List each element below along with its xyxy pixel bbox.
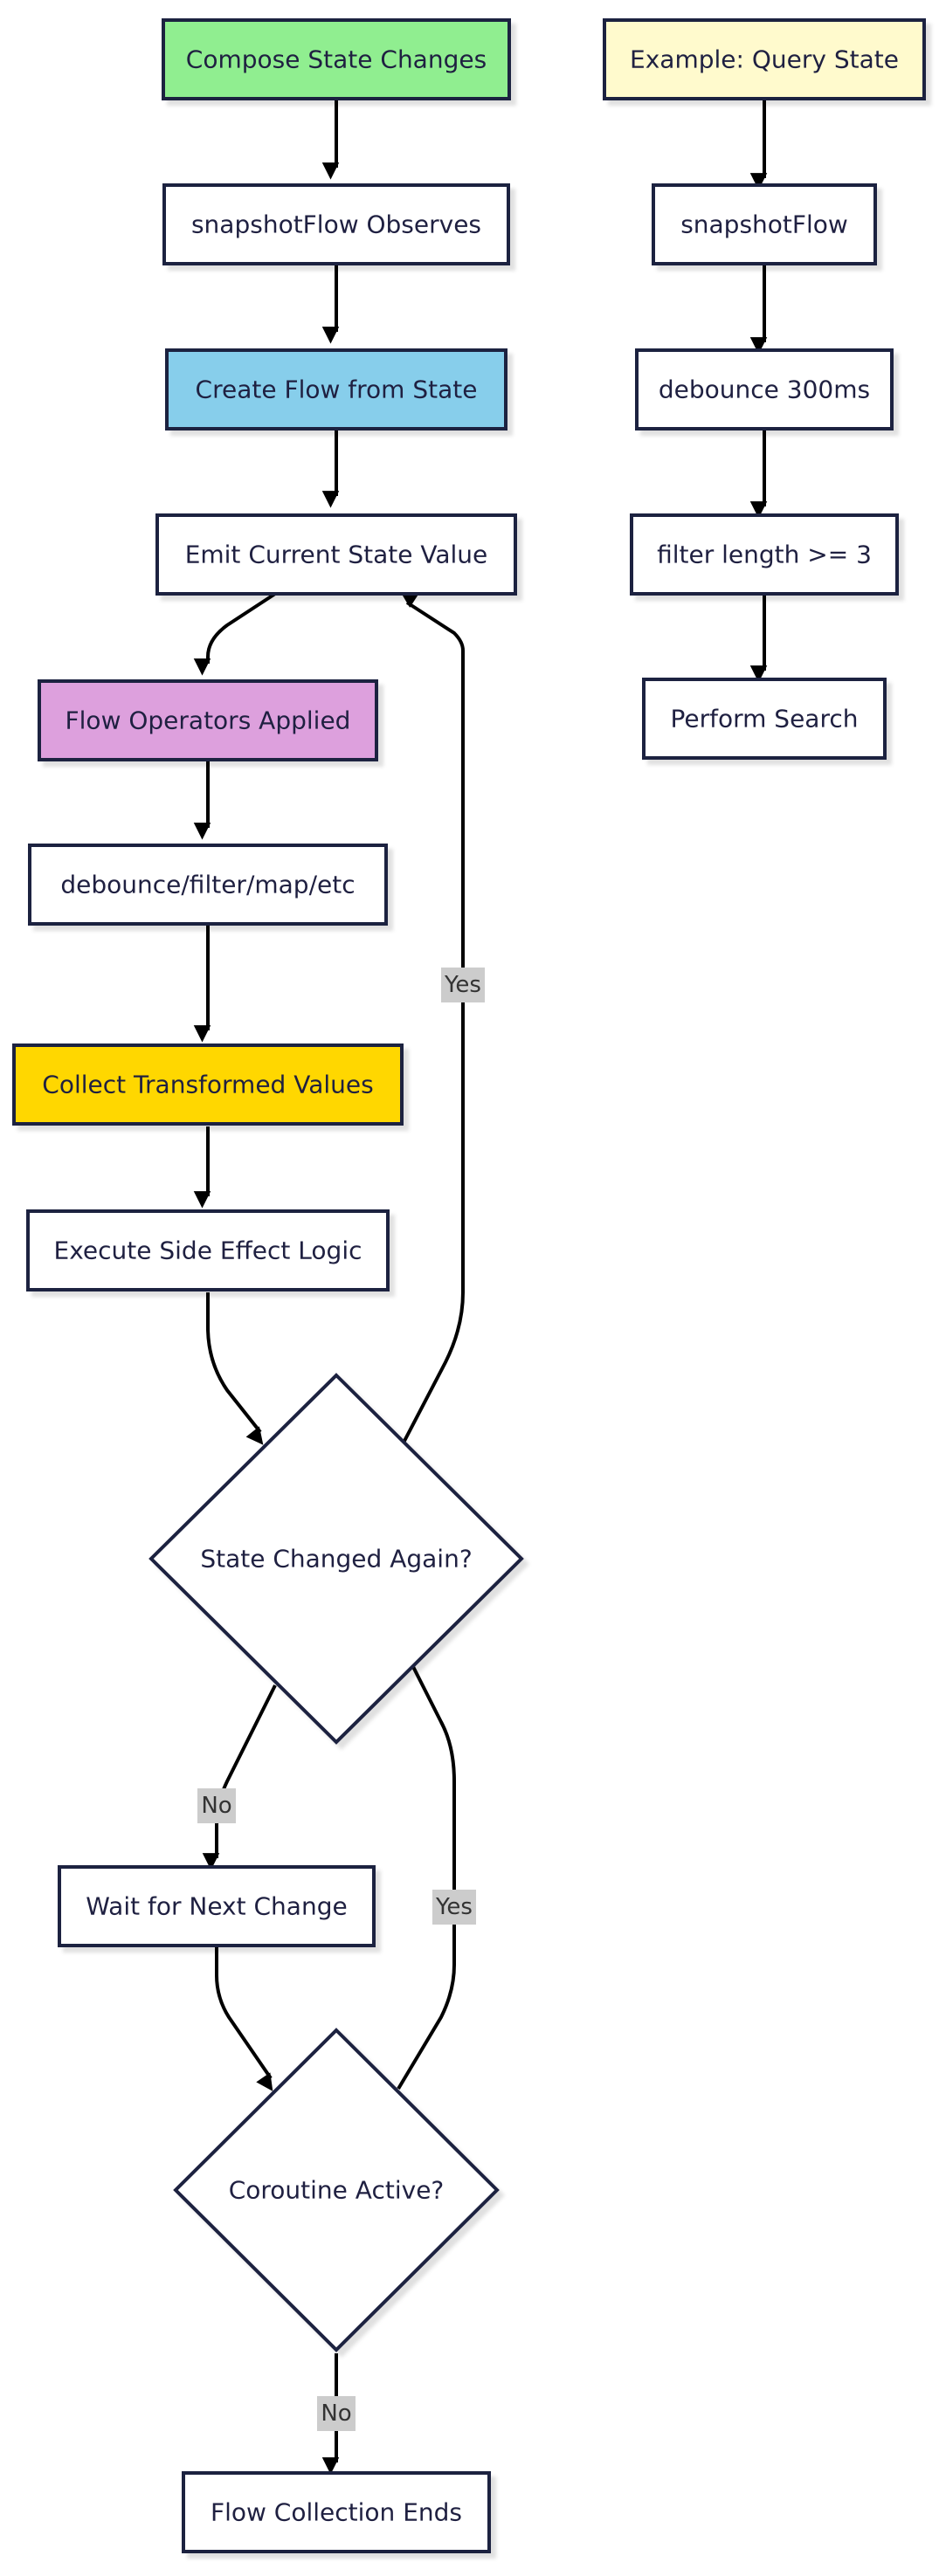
svg-text:State Changed Again?: State Changed Again? — [200, 1545, 472, 1574]
svg-text:debounce/filter/map/etc: debounce/filter/map/etc — [60, 871, 355, 899]
node-perform-search: Perform Search — [642, 678, 887, 760]
svg-text:debounce 300ms: debounce 300ms — [659, 375, 870, 404]
edge-label-state-yes: Yes — [441, 968, 485, 1002]
svg-text:Flow Collection Ends: Flow Collection Ends — [211, 2498, 462, 2527]
svg-text:No: No — [321, 2400, 351, 2427]
node-wait-for-next-change: Wait for Next Change — [58, 1865, 376, 1947]
svg-text:snapshotFlow Observes: snapshotFlow Observes — [191, 210, 481, 239]
node-create-flow-from-state: Create Flow from State — [165, 348, 507, 430]
node-debounce-300ms: debounce 300ms — [635, 348, 894, 430]
node-filter-length: filter length >= 3 — [630, 513, 899, 596]
edge-coroutine-yes-statechanged — [397, 1630, 456, 2090]
svg-text:Yes: Yes — [444, 972, 481, 998]
svg-text:Create Flow from State: Create Flow from State — [196, 375, 478, 404]
node-snapshotflow: snapshotFlow — [652, 183, 877, 265]
node-state-changed-again: State Changed Again? — [148, 1373, 524, 1745]
svg-text:Compose State Changes: Compose State Changes — [186, 45, 487, 74]
svg-text:Execute Side Effect Logic: Execute Side Effect Logic — [54, 1236, 362, 1265]
svg-text:snapshotFlow: snapshotFlow — [680, 210, 848, 239]
svg-text:Yes: Yes — [435, 1894, 473, 1920]
node-collect-transformed-values: Collect Transformed Values — [12, 1043, 404, 1126]
svg-text:Emit Current State Value: Emit Current State Value — [185, 541, 488, 569]
svg-text:Wait for Next Change: Wait for Next Change — [86, 1892, 347, 1921]
svg-text:Coroutine Active?: Coroutine Active? — [229, 2176, 445, 2205]
node-flow-collection-ends: Flow Collection Ends — [182, 2471, 491, 2553]
node-execute-side-effect-logic: Execute Side Effect Logic — [26, 1209, 390, 1291]
node-compose-state-changes: Compose State Changes — [162, 18, 511, 100]
edge-emit-operators — [193, 592, 277, 676]
edge-label-coroutine-yes: Yes — [432, 1890, 476, 1925]
svg-text:Flow Operators Applied: Flow Operators Applied — [66, 706, 351, 735]
edge-wait-coroutine — [215, 1947, 273, 2091]
svg-text:Collect Transformed Values: Collect Transformed Values — [42, 1071, 373, 1099]
edge-statechanged-yes-emit — [400, 591, 465, 1443]
node-emit-current-state-value: Emit Current State Value — [155, 513, 517, 596]
svg-text:filter length >= 3: filter length >= 3 — [657, 541, 872, 569]
node-coroutine-active: Coroutine Active? — [173, 2028, 500, 2352]
node-snapshotflow-observes: snapshotFlow Observes — [162, 183, 510, 265]
svg-text:Perform Search: Perform Search — [670, 705, 858, 734]
node-example-query-state: Example: Query State — [603, 18, 926, 100]
edge-statechanged-no-wait — [202, 1684, 277, 1870]
edge-label-coroutine-no: No — [317, 2396, 356, 2431]
node-flow-operators-applied: Flow Operators Applied — [38, 679, 378, 761]
edge-label-state-no: No — [197, 1788, 236, 1823]
edge-sideeffect-statechanged — [206, 1292, 264, 1445]
svg-text:No: No — [201, 1793, 231, 1819]
edge-labels: Yes No Yes No — [197, 968, 485, 2431]
node-debounce-filter-map: debounce/filter/map/etc — [28, 844, 388, 926]
svg-text:Example: Query State: Example: Query State — [630, 45, 899, 74]
